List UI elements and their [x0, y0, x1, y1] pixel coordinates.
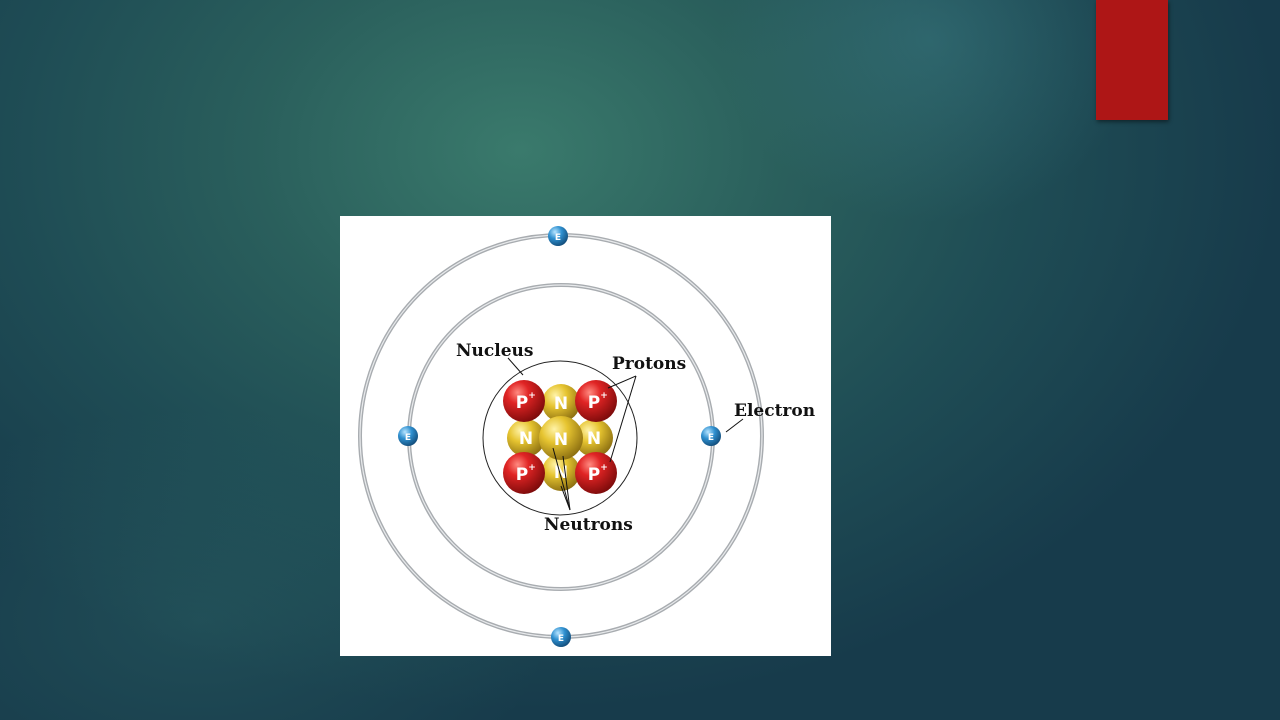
proton-ball [503, 452, 545, 494]
electron-symbol: E [555, 233, 561, 243]
electron: E [398, 426, 418, 446]
protons-label: Protons [612, 354, 686, 374]
electron-leader-line [725, 418, 744, 433]
atom-diagram: N N N N P + P + P + P + N E [358, 226, 815, 647]
electron: E [548, 226, 568, 246]
protons-leader-line [607, 375, 637, 389]
neutron-symbol: N [554, 394, 568, 414]
proton-charge: + [528, 391, 536, 401]
proton-ball [575, 452, 617, 494]
protons-leader-line [609, 375, 637, 463]
neutrons-leader-line [562, 455, 571, 511]
neutron-ball [507, 419, 545, 457]
neutron-symbol: N [554, 430, 568, 450]
electron-label: Electron [734, 401, 815, 421]
neutrons-leader-line [560, 485, 571, 511]
proton-charge: + [528, 463, 536, 473]
neutron-ball-center [539, 416, 583, 460]
proton-ball [575, 380, 617, 422]
electron-ball-right [701, 426, 721, 446]
atom-diagram-image: N N N N P + P + P + P + N E [340, 216, 831, 656]
neutron-ball [542, 453, 580, 491]
neutrons-leader-line [552, 447, 571, 511]
neutron-symbol: N [587, 429, 601, 449]
neutrons-label: Neutrons [544, 515, 633, 535]
proton-charge: + [600, 463, 608, 473]
electron: E [551, 627, 571, 647]
proton-ball [503, 380, 545, 422]
electron-ball-bottom [551, 627, 571, 647]
electron-symbol: E [558, 634, 564, 644]
neutron-ball [575, 419, 613, 457]
nucleus-label: Nucleus [456, 341, 533, 361]
nucleus-leader-line [507, 357, 524, 376]
neutron-ball [542, 384, 580, 422]
proton-charge: + [600, 391, 608, 401]
electron: E [701, 426, 721, 446]
proton-symbol: P [516, 393, 528, 413]
slide-accent-tab [1096, 0, 1168, 120]
neutron-symbol: N [519, 429, 533, 449]
proton-symbol: P [588, 465, 600, 485]
electron-symbol: E [708, 433, 714, 443]
electron-ball-left [398, 426, 418, 446]
nucleus: N N N N P + P + P + P + N [503, 380, 617, 494]
electron-ball-top [548, 226, 568, 246]
proton-symbol: P [516, 465, 528, 485]
nucleus-boundary [482, 360, 638, 516]
proton-symbol: P [588, 393, 600, 413]
electron-symbol: E [405, 433, 411, 443]
